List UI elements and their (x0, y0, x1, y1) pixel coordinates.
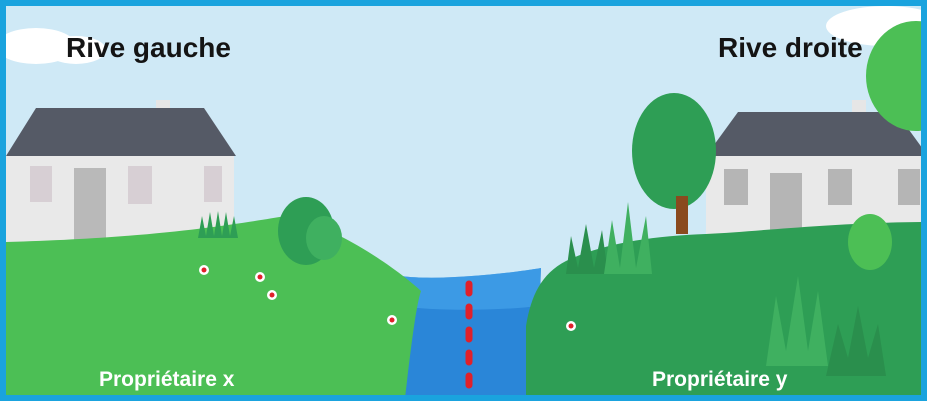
river-bank-illustration (6, 6, 927, 401)
left-owner-label: Propriétaire x (99, 368, 234, 392)
left-bank-title: Rive gauche (66, 32, 231, 64)
right-owner-label: Propriétaire y (652, 368, 787, 392)
right-bank-title: Rive droite (718, 32, 863, 64)
